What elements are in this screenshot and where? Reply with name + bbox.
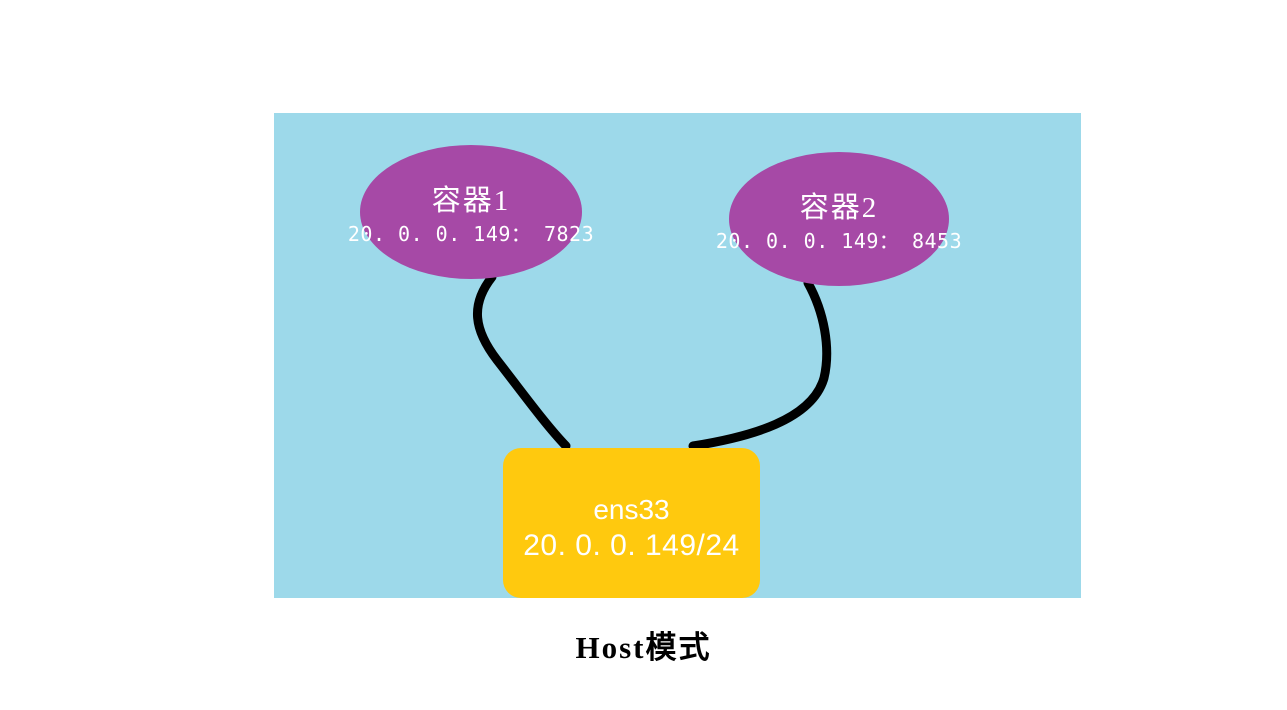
host-interface-node[interactable]: ens33 20. 0. 0. 149/24 bbox=[503, 448, 760, 598]
container-node-2[interactable]: 容器2 20. 0. 0. 149： 8453 bbox=[716, 152, 962, 286]
container-node-2-title: 容器2 bbox=[799, 191, 879, 224]
container-node-2-address: 20. 0. 0. 149： 8453 bbox=[715, 228, 963, 253]
host-interface-name: ens33 bbox=[593, 494, 670, 525]
container-node-1[interactable]: 容器1 20. 0. 0. 149： 7823 bbox=[348, 145, 594, 279]
container-node-1-title: 容器1 bbox=[431, 184, 511, 217]
diagram-caption: Host模式 bbox=[575, 630, 712, 665]
container-node-1-address: 20. 0. 0. 149： 7823 bbox=[347, 221, 595, 246]
host-interface-address: 20. 0. 0. 149/24 bbox=[523, 529, 740, 562]
